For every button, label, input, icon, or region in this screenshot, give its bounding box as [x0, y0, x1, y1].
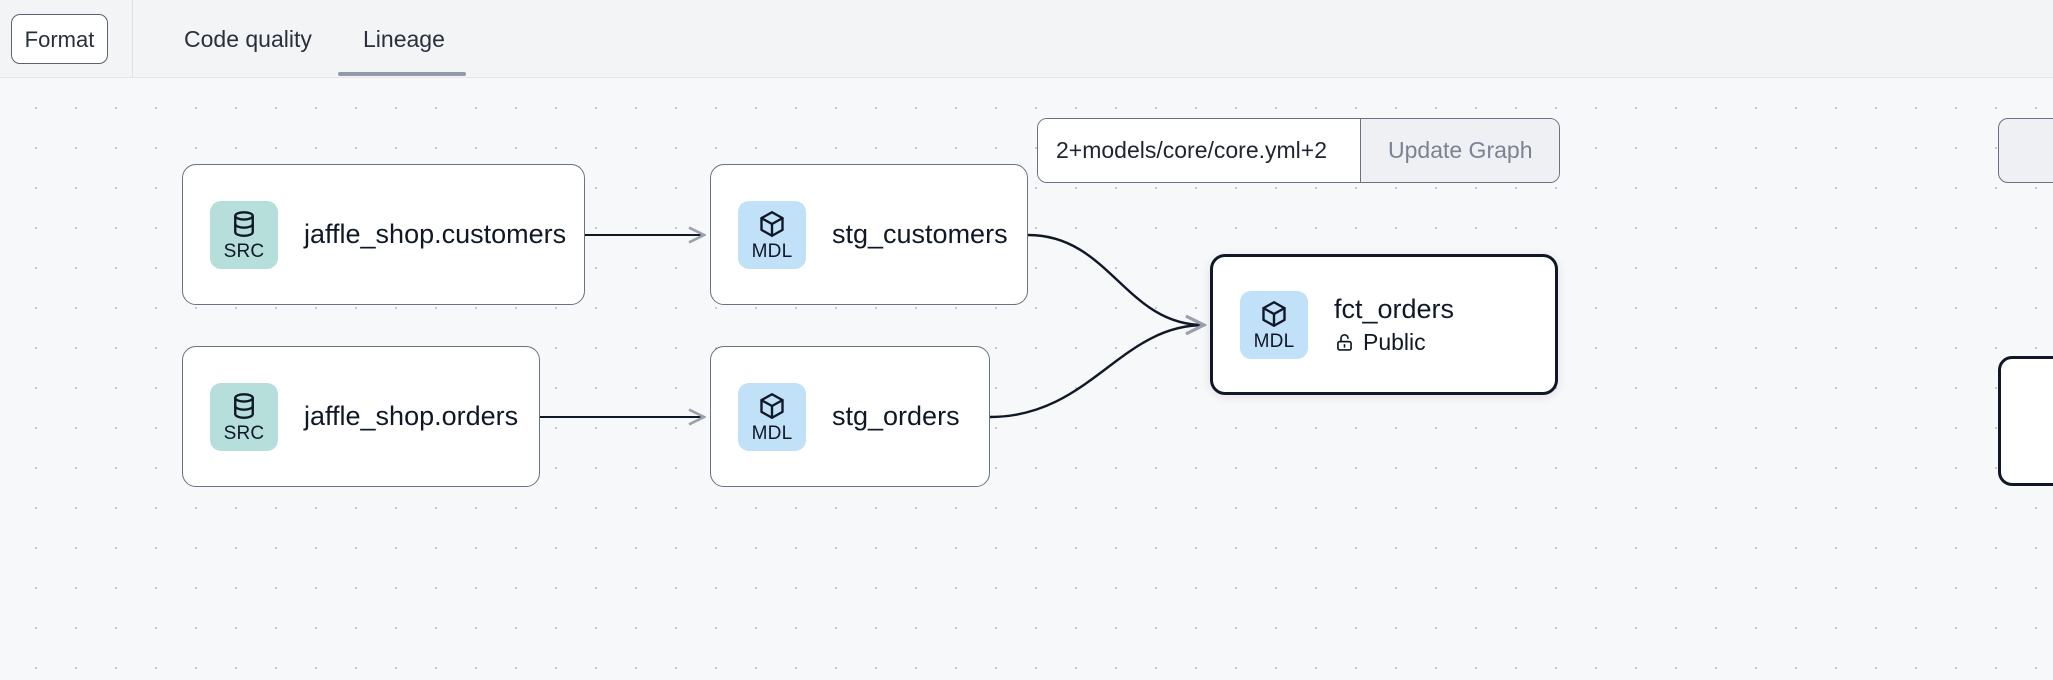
node-title: jaffle_shop.orders	[304, 401, 519, 432]
database-icon	[229, 391, 259, 421]
node-text-block: stg_customers	[832, 218, 1008, 250]
toolbar-divider	[132, 0, 133, 78]
lineage-node-stg-customers[interactable]: MDL stg_customers	[710, 164, 1028, 305]
offscreen-node-right[interactable]	[1998, 356, 2053, 486]
graph-selector-input[interactable]	[1038, 119, 1360, 182]
source-badge-label: SRC	[223, 240, 265, 262]
node-access-badge: Public	[1334, 329, 1454, 356]
offscreen-control-right[interactable]	[1998, 118, 2053, 183]
node-title: stg_customers	[832, 219, 1008, 250]
node-access-label: Public	[1363, 328, 1426, 355]
cube-icon	[757, 391, 787, 421]
edge-stgcustomers-to-fct	[1027, 233, 1204, 325]
tab-active-indicator	[338, 72, 466, 76]
tab-lineage[interactable]: Lineage	[363, 26, 445, 52]
lineage-node-fct-orders[interactable]: MDL fct_orders Public	[1210, 254, 1558, 395]
node-title: jaffle_shop.customers	[304, 219, 567, 250]
update-graph-button[interactable]: Update Graph	[1360, 119, 1560, 182]
tab-code-quality[interactable]: Code quality	[184, 26, 312, 52]
model-badge: MDL	[738, 382, 806, 451]
model-badge-label: MDL	[751, 422, 793, 444]
model-badge-label: MDL	[1253, 330, 1295, 352]
node-title: fct_orders	[1334, 294, 1455, 325]
model-badge-label: MDL	[751, 240, 793, 262]
model-badge: MDL	[1240, 290, 1308, 359]
cube-icon	[757, 209, 787, 239]
lineage-canvas[interactable]: SRC jaffle_shop.customers SRC jaffle_sho…	[0, 78, 2053, 680]
node-text-block: jaffle_shop.orders	[304, 400, 518, 432]
node-text-block: stg_orders	[832, 400, 960, 432]
lineage-node-stg-orders[interactable]: MDL stg_orders	[710, 346, 990, 487]
lineage-node-jaffle-shop-customers[interactable]: SRC jaffle_shop.customers	[182, 164, 585, 305]
model-badge: MDL	[738, 200, 806, 269]
node-text-block: fct_orders Public	[1334, 293, 1454, 355]
toolbar: Format Code quality Lineage	[0, 0, 2053, 78]
unlock-icon	[1334, 332, 1355, 353]
node-title: stg_orders	[832, 401, 960, 432]
source-badge: SRC	[210, 382, 278, 451]
lineage-node-jaffle-shop-orders[interactable]: SRC jaffle_shop.orders	[182, 346, 540, 487]
source-badge-label: SRC	[223, 422, 265, 444]
node-text-block: jaffle_shop.customers	[304, 218, 566, 250]
database-icon	[229, 209, 259, 239]
source-badge: SRC	[210, 200, 278, 269]
edge-stgorders-to-fct	[989, 325, 1204, 419]
cube-icon	[1259, 299, 1289, 329]
format-button[interactable]: Format	[11, 14, 108, 64]
graph-controls: Update Graph	[1037, 118, 1561, 183]
